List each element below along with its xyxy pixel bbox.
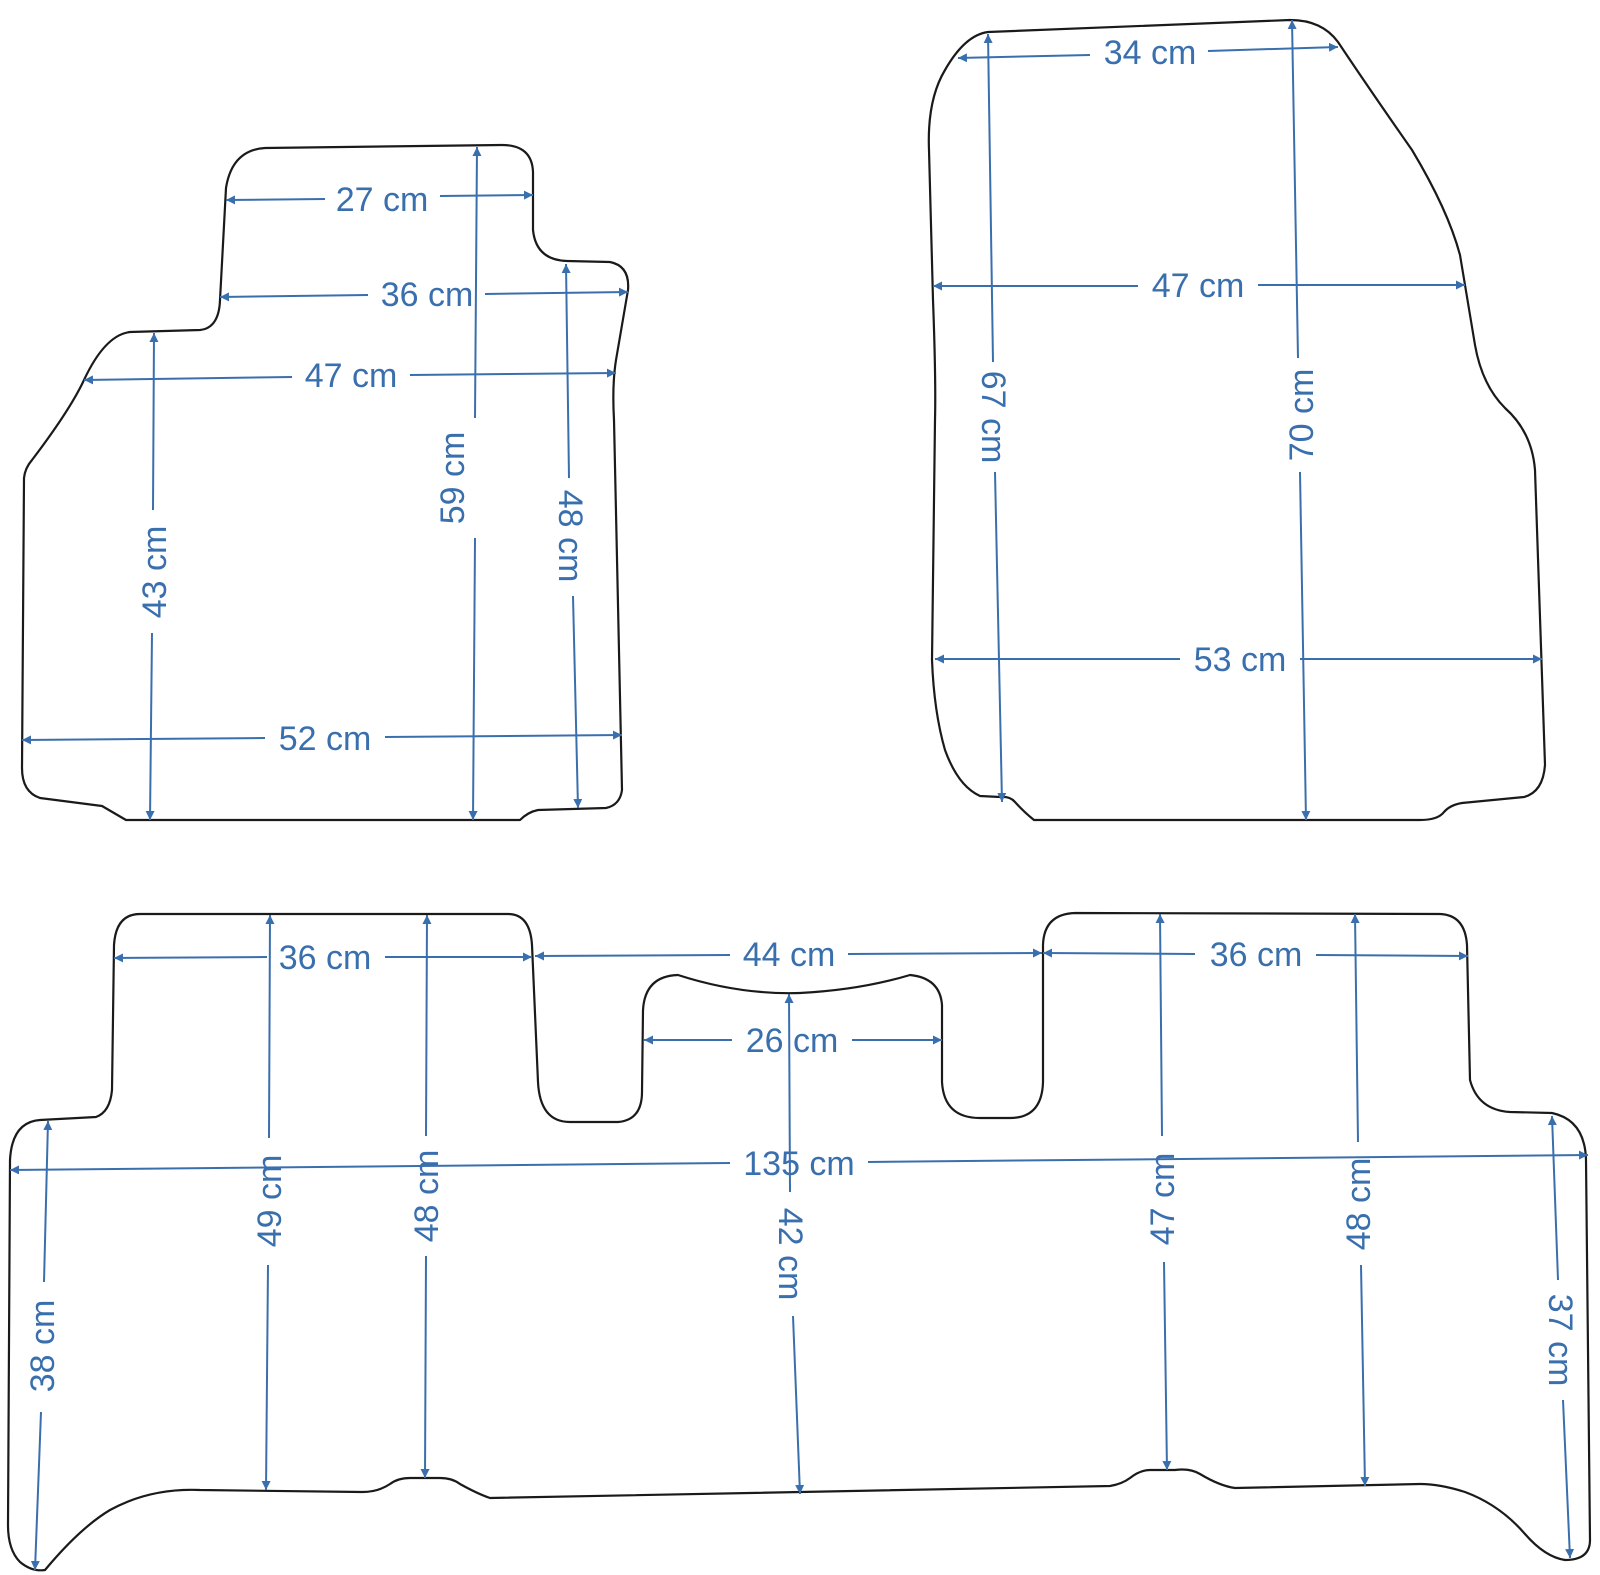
rear-mat: 36 cm 44 cm 36 cm 26 cm 135 cm 38 cm 49 … bbox=[6, 911, 1592, 1572]
dim-line-70cm bbox=[1287, 19, 1299, 359]
front-right-mat-outline bbox=[927, 18, 1547, 822]
dim-line-67cm-b bbox=[994, 471, 1007, 803]
dim-line-47cm bbox=[83, 375, 293, 385]
label-44cm: 44 cm bbox=[743, 936, 836, 974]
dim-line-48cm bbox=[561, 263, 571, 479]
dim-line-27cm bbox=[225, 195, 326, 205]
dim-line-27cm-b bbox=[439, 190, 534, 200]
dim-line-59cm-b bbox=[468, 537, 478, 821]
dim-line-37cm bbox=[1547, 1115, 1559, 1281]
dim-line-36cm-b bbox=[484, 287, 629, 297]
dim-line-49cm-b bbox=[261, 1264, 271, 1491]
dim-line-48cm-b bbox=[572, 595, 583, 809]
label-rear-48cm-left: 48 cm bbox=[408, 1150, 446, 1243]
label-26cm: 26 cm bbox=[746, 1022, 839, 1060]
dim-line-38cm-b bbox=[30, 1411, 42, 1571]
dim-line-42cm-b bbox=[792, 1315, 805, 1495]
dim-line-52cm-b bbox=[384, 730, 623, 740]
dim-line-rear-48cm-right bbox=[1350, 913, 1360, 1143]
dim-line-rear-36cm-right-b bbox=[1315, 951, 1469, 961]
dim-line-37cm-b bbox=[1562, 1399, 1575, 1559]
dim-line-rear-47cm-b bbox=[1162, 1261, 1172, 1471]
label-rear-36cm-right: 36 cm bbox=[1210, 936, 1303, 974]
label-53cm: 53 cm bbox=[1194, 641, 1287, 679]
dim-line-rear-47cm bbox=[1155, 913, 1165, 1137]
dim-line-67cm bbox=[983, 33, 994, 363]
dim-line-59cm bbox=[472, 146, 482, 419]
dim-line-rear-36cm-right bbox=[1042, 948, 1196, 958]
label-52cm: 52 cm bbox=[279, 720, 372, 758]
front-left-mat-outline bbox=[20, 143, 630, 822]
front-right-mat: 34 cm 47 cm 53 cm 67 cm 70 cm bbox=[927, 18, 1547, 822]
dim-line-49cm bbox=[265, 914, 275, 1139]
label-70cm: 70 cm bbox=[1283, 369, 1321, 462]
label-34cm: 34 cm bbox=[1104, 34, 1197, 72]
label-42cm: 42 cm bbox=[771, 1208, 809, 1301]
dim-line-44cm bbox=[534, 951, 731, 961]
label-48cm: 48 cm bbox=[551, 490, 589, 583]
dim-line-70cm-b bbox=[1299, 471, 1311, 821]
label-135cm: 135 cm bbox=[743, 1145, 855, 1183]
dim-line-rear-36cm-left bbox=[113, 953, 268, 963]
label-43cm: 43 cm bbox=[136, 526, 174, 619]
dim-line-135cm bbox=[9, 1162, 731, 1175]
dim-line-rear-48cm-left bbox=[422, 914, 432, 1137]
label-rear-36cm-left: 36 cm bbox=[279, 939, 372, 977]
dim-line-42cm bbox=[784, 993, 794, 1193]
label-rear-47cm: 47 cm bbox=[1144, 1153, 1182, 1246]
dim-line-36cm bbox=[219, 292, 369, 302]
label-47cm: 47 cm bbox=[305, 357, 398, 395]
label-36cm: 36 cm bbox=[381, 276, 474, 314]
dim-line-47cm-b bbox=[409, 368, 617, 378]
dim-line-38cm bbox=[43, 1120, 53, 1283]
dim-line-rear-48cm-left-b bbox=[420, 1255, 430, 1479]
dim-line-135cm-b bbox=[867, 1150, 1589, 1163]
front-left-mat: 27 cm 36 cm 47 cm 52 cm 43 cm 59 cm 48 c… bbox=[20, 143, 630, 822]
label-fr-47cm: 47 cm bbox=[1152, 267, 1245, 305]
dim-line-43cm bbox=[149, 332, 159, 511]
label-49cm: 49 cm bbox=[251, 1155, 289, 1248]
dim-line-43cm-b bbox=[145, 632, 155, 821]
label-59cm: 59 cm bbox=[434, 432, 472, 525]
label-37cm: 37 cm bbox=[1541, 1294, 1579, 1387]
label-rear-48cm-right: 48 cm bbox=[1340, 1158, 1378, 1251]
dim-line-44cm-b bbox=[847, 948, 1043, 958]
label-38cm: 38 cm bbox=[24, 1300, 62, 1393]
rear-mat-outline bbox=[6, 911, 1592, 1572]
label-27cm: 27 cm bbox=[336, 181, 429, 219]
dim-line-34cm-b bbox=[1207, 42, 1339, 52]
dim-line-rear-48cm-right-b bbox=[1360, 1264, 1370, 1487]
label-67cm: 67 cm bbox=[974, 371, 1012, 464]
dim-line-34cm bbox=[957, 53, 1091, 63]
dim-line-52cm bbox=[21, 735, 266, 745]
